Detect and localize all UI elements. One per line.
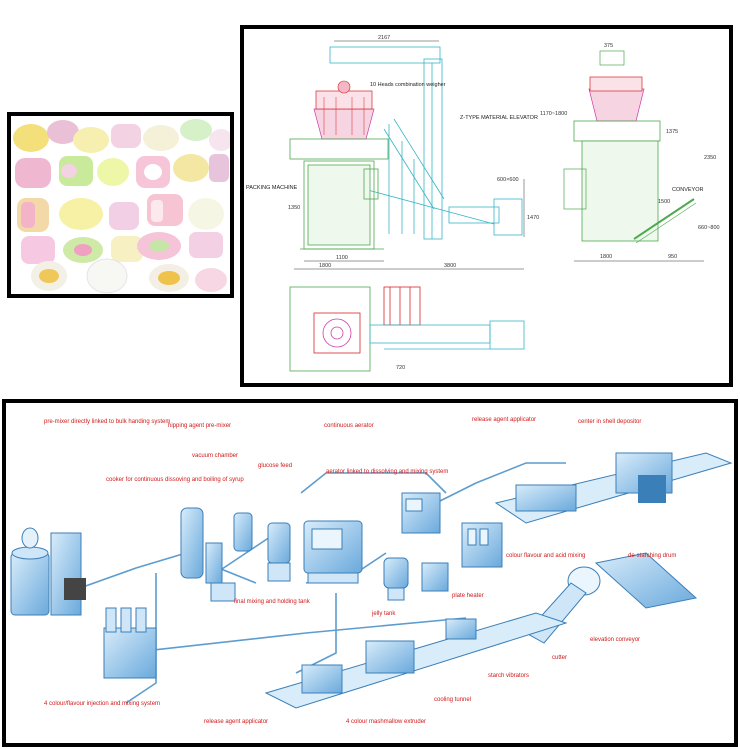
de-starching-drum [567,552,698,609]
continuous-aerator [303,520,363,584]
colour-injection-unit [103,607,157,679]
dim-2350: 2350 [704,155,716,161]
label-starch: starch vibrators [488,673,529,679]
plan-view [289,286,525,372]
cooling-line [264,612,568,709]
marshmallow-candy-image [11,116,233,294]
label-aerator: continuous aerator [324,423,374,429]
packing-machine [289,138,389,250]
dim-375: 375 [604,43,613,49]
dim-1500: 1500 [658,199,670,205]
dim-2167-text: 2167 [378,35,390,41]
label-jelly: jelly tank [371,611,396,617]
marshmallow-process-line: pre-mixer directly linked to bulk handin… [10,417,733,725]
plate-heater [421,562,449,592]
dim-1470: 1470 [527,215,539,221]
z-elevator [329,46,523,240]
dim-720: 720 [396,365,405,371]
dim-2167: 2167 [334,35,439,42]
colour-acid-mixing-unit [461,522,503,568]
dim-1800a: 1800 [319,263,331,269]
candy-photo-panel [7,112,234,298]
process-line-panel: pre-mixer directly linked to bulk handin… [2,399,738,747]
label-destarching: de-starching drum [628,553,676,559]
label-cooling: cooling tunnel [434,697,471,703]
label-aerator-linked: aerator linked to dissolving and mixing … [326,469,448,475]
jelly-tank [383,557,409,601]
label-extruder: 4 colour mashmallow extruder [346,719,426,725]
label-elevation: elevation conveyor [590,637,640,643]
dim-1100: 1100 [336,255,348,261]
dim-950: 950 [668,254,677,260]
label-cooker: cooker for continuous dissoving and boil… [106,477,244,483]
weigher-label: 10 Heads combination weigher [370,82,446,88]
combination-weigher [313,80,375,140]
label-colour-acid: colour flavour and acid mixing [506,553,585,559]
elevator-label: Z-TYPE MATERIAL ELEVATOR [460,115,538,121]
label-vacuum: vacuum chamber [192,453,238,459]
label-colour-injection: 4 colour/flavour injection and mixing sy… [44,701,160,707]
label-premixer: pre-mixer directly linked to bulk handin… [44,419,170,425]
dim-1375: 1375 [666,129,678,135]
cooker-column [180,507,236,602]
label-release-app: release agent applicator [472,417,536,423]
aerator-linked-unit [401,492,441,534]
packing-machine-label: PACKING MACHINE [246,185,298,191]
label-depositor: center in shell depositor [578,419,641,425]
packing-line-drawing: 2167 10 Heads combination weigher [246,35,720,372]
pre-mixer-machine [10,527,86,616]
conveyor-label: CONVEYOR [672,187,704,193]
front-view-machine [563,50,697,244]
center-in-shell-depositor [494,452,733,524]
dim-3800: 3800 [444,263,456,269]
label-plate-heater: plate heater [452,593,484,599]
dim-600x600: 600×600 [497,177,519,183]
dim-660-800: 660~800 [698,225,720,231]
dim-1800b: 1800 [600,254,612,260]
dim-1170-1800: 1170~1800 [540,111,567,117]
label-release-bottom: release agent applicator [204,719,268,725]
cad-drawing-panel: 2167 10 Heads combination weigher [240,25,733,387]
vacuum-chamber [233,512,291,582]
candy-pieces [13,119,233,294]
label-whipping: hipping agent pre-mixer [168,423,231,429]
label-final-mixing: final mixing and holding tank [234,599,311,605]
side-view-dims [294,179,525,270]
label-glucose: glucose feed [258,463,292,469]
label-cutter: cutter [552,655,567,661]
dim-1350: 1350 [288,205,300,211]
process-labels: pre-mixer directly linked to bulk handin… [44,417,676,725]
